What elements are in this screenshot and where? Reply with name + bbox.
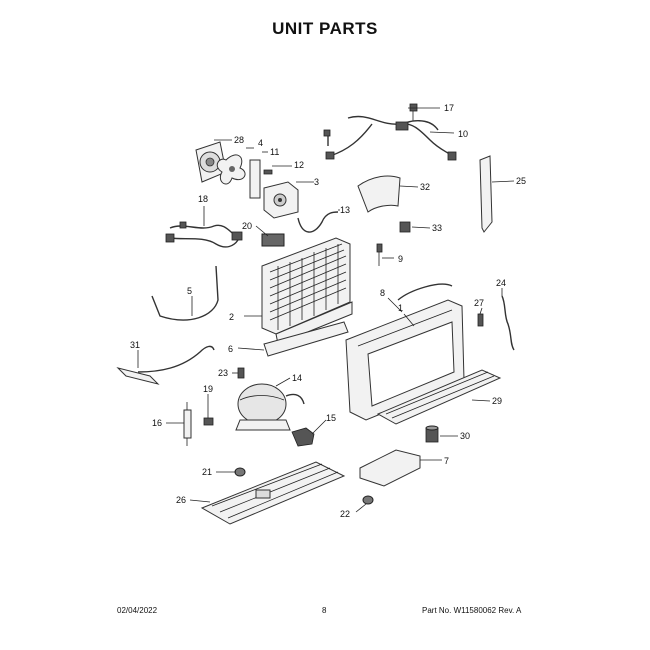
callout-9: 9 [398, 254, 403, 264]
fan-blade-part [216, 154, 246, 185]
gasket-part [397, 283, 453, 301]
callout-16: 16 [152, 418, 162, 428]
fan-shroud-part [195, 141, 227, 183]
label-part [261, 233, 285, 247]
screw-part [263, 169, 273, 175]
screw-17-part [409, 103, 418, 121]
callout-15: 15 [326, 413, 336, 423]
bracket-part [249, 159, 261, 199]
tube-5-part [151, 265, 219, 321]
callout-6: 6 [228, 344, 233, 354]
leader-lines [137, 107, 515, 513]
callout-27: 27 [474, 298, 484, 308]
callout-25: 25 [516, 176, 526, 186]
rod-part [501, 295, 515, 351]
callout-19: 19 [203, 384, 213, 394]
callout-2: 2 [229, 312, 234, 322]
grille-part [376, 369, 502, 425]
grommet-22-part [362, 495, 374, 505]
callout-8: 8 [380, 288, 385, 298]
callout-14: 14 [292, 373, 302, 383]
condenser-part [261, 237, 353, 345]
callout-24: 24 [496, 278, 506, 288]
clip-part [399, 221, 411, 233]
callout-28: 28 [234, 135, 244, 145]
callout-7: 7 [444, 456, 449, 466]
callout-labels: 1 2 3 4 5 6 7 8 9 10 11 12 13 14 15 16 1… [130, 103, 526, 519]
tray-part [359, 449, 421, 487]
drier-part [183, 402, 192, 446]
valve-part [376, 243, 383, 266]
duct-part [357, 175, 401, 213]
callout-5: 5 [187, 286, 192, 296]
callout-23: 23 [218, 368, 228, 378]
callout-10: 10 [458, 129, 468, 139]
drain-tube-part [116, 345, 215, 385]
callout-26: 26 [176, 495, 186, 505]
tube-part [297, 211, 339, 233]
base-plate-part [200, 461, 346, 525]
callout-4: 4 [258, 138, 263, 148]
bracket-6-part [263, 321, 349, 357]
callout-31: 31 [130, 340, 140, 350]
callout-30: 30 [460, 431, 470, 441]
screw-27-part [477, 313, 484, 327]
callout-22: 22 [340, 509, 350, 519]
callout-18: 18 [198, 194, 208, 204]
relay-part [203, 402, 214, 426]
callout-1: 1 [398, 303, 403, 313]
footer-part-number: Part No. W11580062 Rev. A [422, 606, 522, 615]
page-title: UNIT PARTS [272, 19, 378, 38]
callout-13: 13 [340, 205, 350, 215]
wire-harness-10-part [323, 115, 457, 161]
callout-3: 3 [314, 177, 319, 187]
wire-harness-18-part [165, 221, 243, 248]
callout-12: 12 [294, 160, 304, 170]
callout-20: 20 [242, 221, 252, 231]
compressor-part [235, 383, 305, 431]
grommet-part [234, 467, 246, 477]
fan-motor-part [263, 181, 299, 219]
footer-page-number: 8 [322, 606, 327, 615]
rail-part [479, 155, 493, 233]
callout-17: 17 [444, 103, 454, 113]
fitting-part [237, 367, 245, 379]
footer-date: 02/04/2022 [117, 606, 158, 615]
callout-11: 11 [270, 147, 279, 157]
foot-part [425, 425, 439, 443]
overload-part [291, 427, 315, 447]
callout-32: 32 [420, 182, 430, 192]
callout-21: 21 [202, 467, 212, 477]
callout-33: 33 [432, 223, 442, 233]
callout-29: 29 [492, 396, 502, 406]
